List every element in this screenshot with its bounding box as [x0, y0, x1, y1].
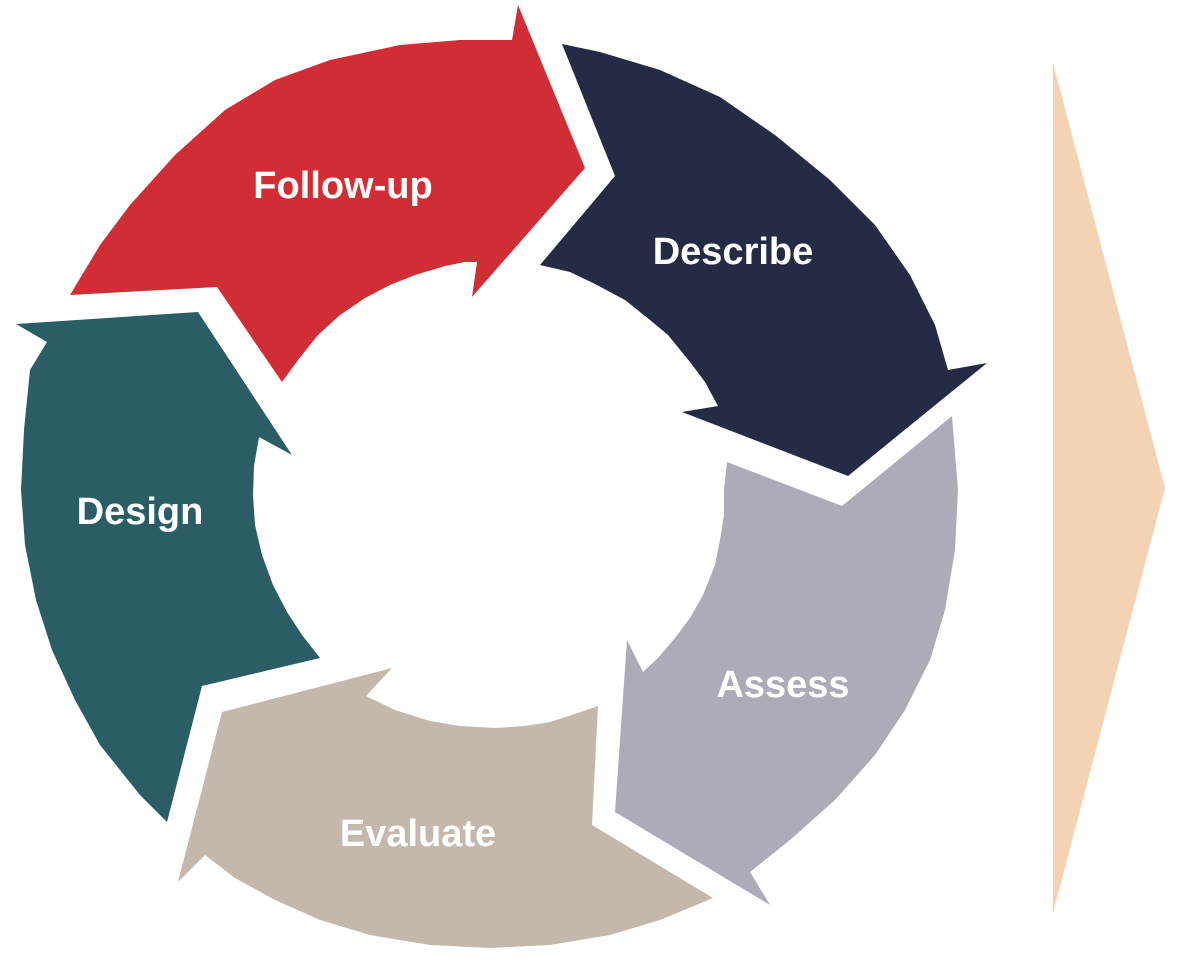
segment-describe: Describe — [540, 44, 987, 476]
segment-evaluate: Evaluate — [178, 668, 713, 948]
segment-follow-up: Follow-up — [70, 5, 585, 382]
segment-design-shape — [16, 312, 320, 822]
segment-evaluate-shape — [178, 668, 713, 948]
segment-describe-shape — [540, 44, 987, 476]
segment-evaluate-label: Evaluate — [340, 813, 496, 855]
segment-design-label: Design — [77, 491, 204, 533]
segment-follow-up-label: Follow-up — [253, 165, 432, 207]
right-arrow-shape — [1053, 63, 1165, 913]
segment-describe-label: Describe — [653, 231, 814, 273]
segment-design: Design — [16, 312, 320, 822]
segment-assess-label: Assess — [716, 664, 849, 706]
segment-follow-up-shape — [70, 5, 585, 382]
segment-assess-shape — [615, 416, 958, 905]
segment-assess: Assess — [615, 416, 958, 905]
